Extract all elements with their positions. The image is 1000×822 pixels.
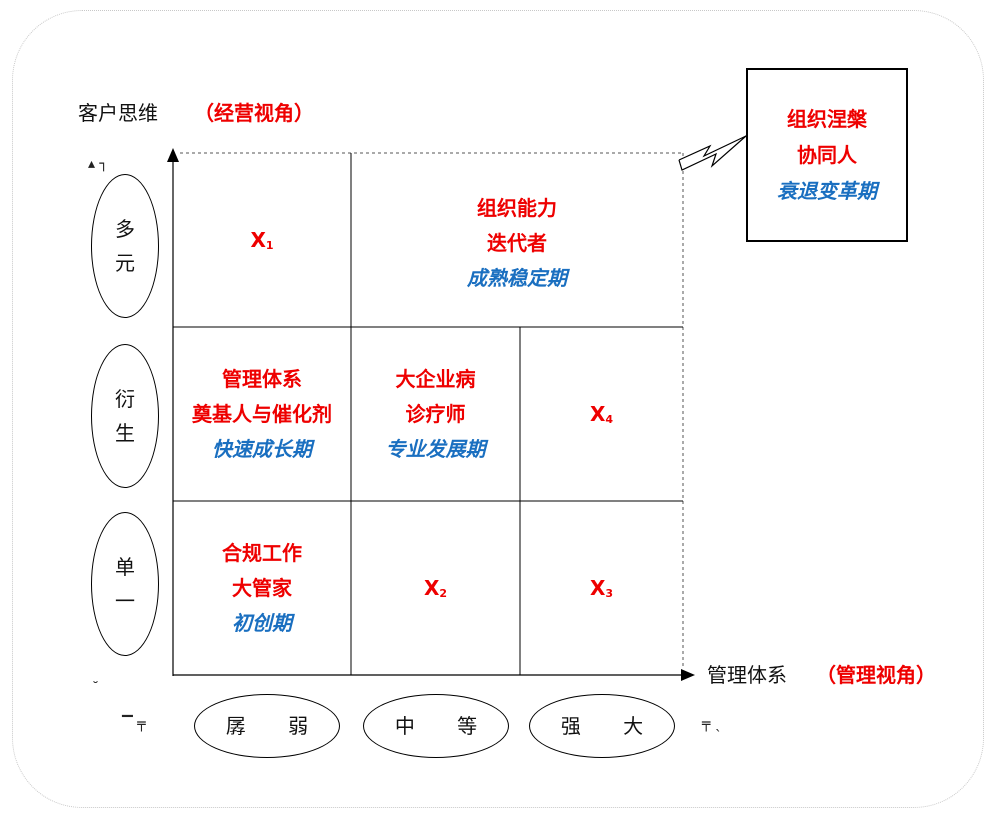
role-title: 组织能力 [477,195,557,220]
role-title: 大企业病 [395,366,476,391]
stage-name: 专业发展期 [385,436,486,461]
x-axis-title-note: （管理视角） [816,663,936,687]
clipped-fragment: ˘ [92,680,99,696]
callout-box: 组织涅槃 协同人 衰退变革期 [746,68,908,242]
role-name: 奠基人与催化剂 [192,401,332,426]
cell-top-right: 组织能力 迭代者 成熟稳定期 [351,153,683,327]
cell-bottom-left: 合规工作 大管家 初创期 [173,501,351,675]
cell-mid-left: 管理体系 奠基人与催化剂 快速成长期 [173,327,351,501]
y-axis-arrow [167,148,179,162]
role-name: 诊疗师 [405,401,466,426]
x3-marker: X3 [589,575,614,600]
role-title: 管理体系 [222,366,302,391]
stage-name: 快速成长期 [212,436,312,461]
role-title: 合规工作 [222,540,302,565]
y-axis-title-note: （经营视角） [194,101,314,125]
x2-marker: X2 [423,575,448,600]
cell-bottom-center: X2 [351,501,520,675]
callout-title: 组织涅槃 [787,107,867,131]
x1-marker: X1 [250,227,274,252]
stage-name: 初创期 [232,610,292,635]
lightning-connector [678,135,747,171]
cell-mid-right: X4 [520,327,683,501]
x4-marker: X4 [589,401,614,426]
clipped-fragment: ▴ ┐ [88,156,108,172]
x-level-ellipse-medium: 中 等 [363,694,509,758]
rounded-frame [12,10,984,808]
y-level-ellipse-single: 单 一 [91,512,159,656]
callout-role: 协同人 [797,143,857,167]
clipped-fragment: ▔ ╤ [122,716,146,732]
role-name: 大管家 [232,575,292,600]
x-axis-arrow [681,669,695,681]
x-level-ellipse-strong: 强 大 [529,694,675,758]
y-axis-title: 客户思维 [78,101,158,125]
clipped-fragment: ╤ ˎ [702,716,722,732]
y-level-ellipse-derived: 衍 生 [91,344,159,488]
y-level-ellipse-diverse: 多 元 [91,174,159,318]
stage-name: 成熟稳定期 [467,265,567,290]
x-axis-title: 管理体系 [707,663,787,687]
x-level-ellipse-weak: 孱 弱 [194,694,340,758]
role-name: 迭代者 [487,230,547,255]
cell-bottom-right: X3 [520,501,683,675]
callout-stage: 衰退变革期 [777,179,877,203]
cell-mid-center: 大企业病 诊疗师 专业发展期 [351,327,520,501]
cell-top-left: X1 [173,153,351,327]
